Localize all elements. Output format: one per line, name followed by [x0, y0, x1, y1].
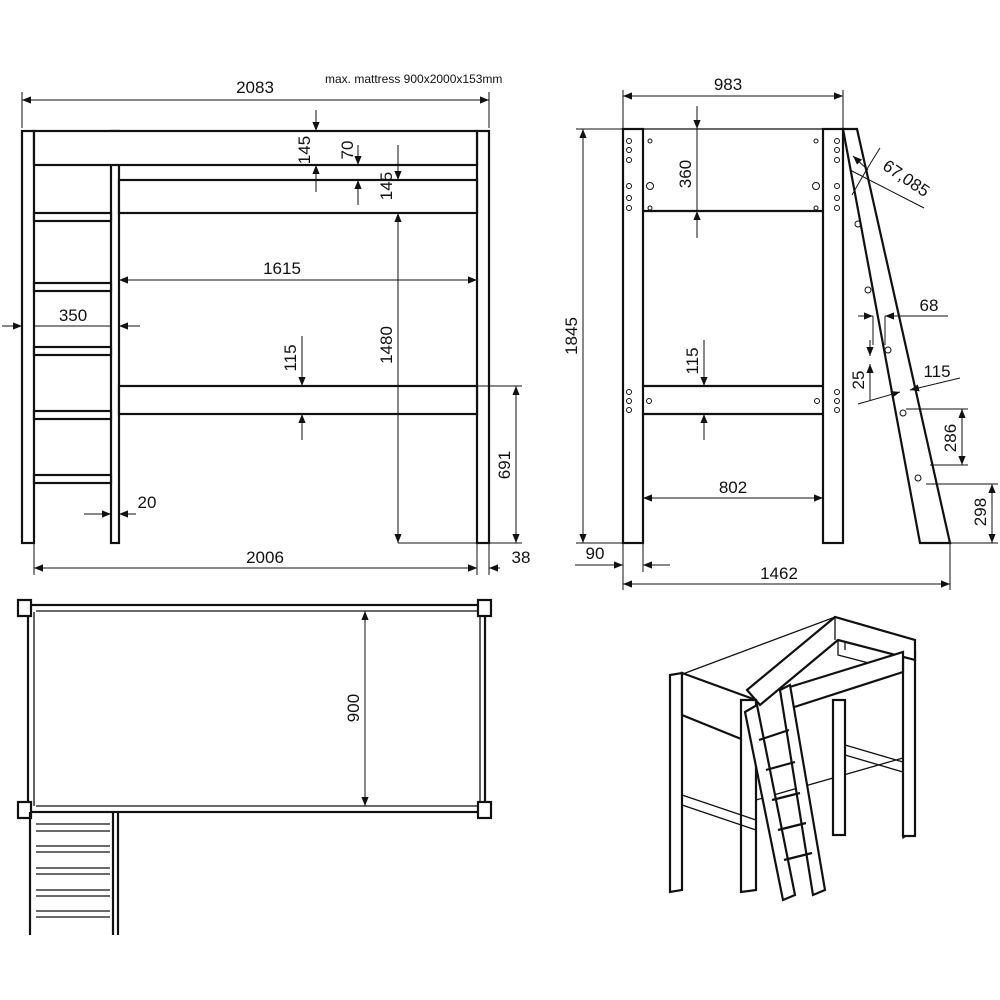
- dim-lower-rail-floor: 691: [495, 451, 514, 479]
- dim-end-lower-rail-height: 115: [683, 347, 702, 374]
- iso-ladder: [743, 683, 827, 902]
- iso-post: [831, 698, 847, 837]
- hardware-holes: [626, 138, 922, 482]
- dim-ladder-offset: 20: [138, 493, 157, 512]
- dim-first-rung-height: 298: [971, 498, 990, 526]
- dim-post-depth: 90: [586, 544, 605, 563]
- corner-post: [16, 800, 33, 820]
- slanted-ladder: [841, 127, 952, 545]
- dim-ladder-width: 350: [59, 306, 87, 325]
- dim-rung-depth: 68: [920, 296, 939, 315]
- iso-post: [668, 671, 684, 894]
- lower-rail: [117, 384, 479, 416]
- dim-inner-length: 1615: [263, 259, 301, 278]
- dim-top-rail-height: 145: [295, 136, 314, 164]
- dim-guard-height: 1480: [377, 326, 396, 364]
- dim-rail-gap: 70: [338, 141, 357, 160]
- dim-inner-width: 802: [719, 478, 747, 497]
- dim-headboard-height: 360: [676, 160, 695, 188]
- end-right-post: [821, 127, 845, 545]
- end-left-post: [621, 127, 645, 545]
- side-right-post: [475, 129, 491, 545]
- dim-mattress-width: 900: [344, 694, 363, 722]
- isometric-view: [668, 615, 917, 902]
- dim-rung-height: 115: [923, 362, 950, 381]
- ladder-rung: [32, 211, 113, 223]
- bed-frame-top: [26, 603, 487, 814]
- side-view: 2083 145 70 145 1615 350 115 1480 6: [2, 78, 530, 575]
- corner-post: [16, 598, 33, 618]
- dim-rung-offset: 25: [849, 371, 868, 390]
- dim-base-length: 2006: [246, 548, 284, 567]
- end-view: 983 360 1845 115 802 90 1462 67,085: [562, 75, 998, 590]
- corner-post: [476, 800, 493, 820]
- dim-rung-spacing: 286: [941, 424, 960, 452]
- ladder-rung: [32, 473, 113, 485]
- iso-post: [901, 650, 917, 838]
- side-left-post: [20, 129, 36, 545]
- ladder-stile: [109, 129, 121, 545]
- mattress-note: max. mattress 900x2000x153mm: [325, 72, 502, 86]
- ladder-top-view: [28, 812, 120, 935]
- dim-overall-width: 983: [714, 75, 742, 94]
- dim-overall-height: 1845: [562, 317, 581, 355]
- dim-ladder-angle: 67,085: [879, 156, 933, 201]
- second-guard-rail: [117, 178, 479, 215]
- ladder-rungs: [32, 211, 113, 485]
- dim-post-width: 38: [512, 548, 531, 567]
- dim-overall-length: 2083: [236, 78, 274, 97]
- ladder-rung: [32, 345, 113, 357]
- corner-post: [476, 598, 493, 618]
- top-view: 900: [16, 598, 493, 935]
- ladder-rung: [32, 409, 113, 421]
- dim-total-depth: 1462: [760, 564, 798, 583]
- dim-second-rail-height: 145: [377, 172, 396, 200]
- top-guard-rail: [32, 129, 479, 167]
- dim-lower-rail-height: 115: [281, 344, 300, 371]
- ladder-rung: [32, 281, 113, 293]
